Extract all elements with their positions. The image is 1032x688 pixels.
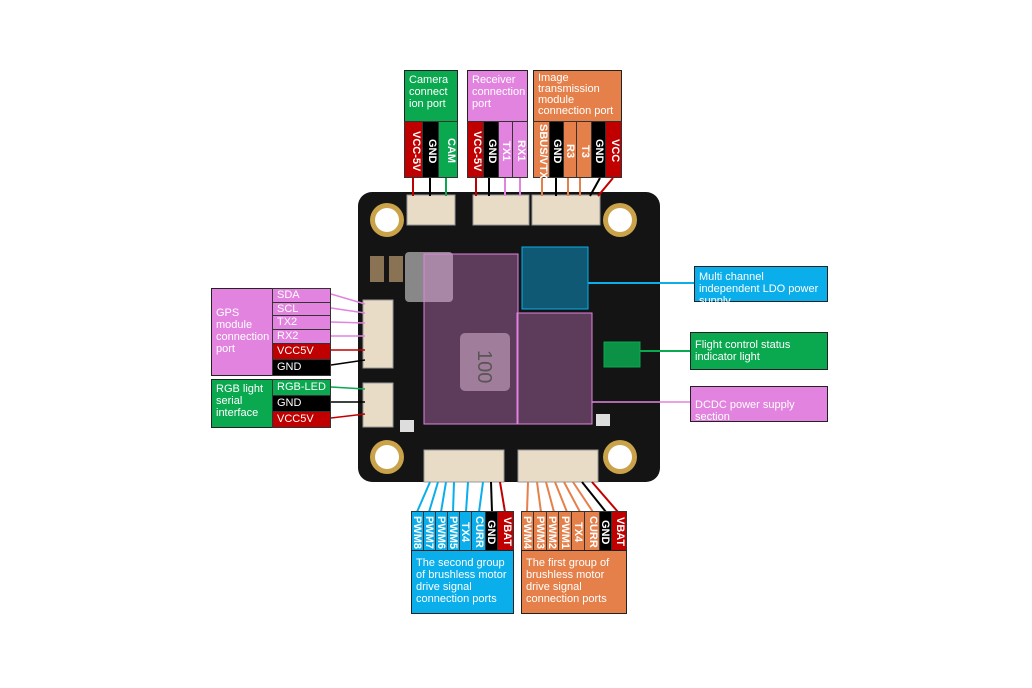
inductor-marking: 100 [473,350,495,383]
vtx-pin-t3: T3 [576,121,592,178]
rgb-pin-led: RGB-LED [272,379,331,396]
vtx-pin-vcc: VCC [605,121,622,178]
rgb-port-label: RGB light serial interface [211,379,273,428]
status-led-highlight [603,341,641,368]
vtx-pin-gnd2: GND [591,121,606,178]
ldo-region-highlight [521,246,589,310]
rgb-wires [330,386,366,419]
vtx-pin-sbus: SBUS/VTX [533,121,550,179]
ldo-callout: Multi channel independent LDO power supp… [694,266,828,307]
motor-connector-second [423,449,505,483]
inductor-main [460,333,510,391]
rgb-led-right [596,414,610,426]
mounting-hole-top-left [370,203,404,237]
receiver-connector [472,194,530,226]
first-pin-pwm4: PWM4 [521,511,534,551]
rgb-led-left [400,420,414,432]
capacitor [389,256,403,282]
rgb-pin-gnd: GND [272,395,331,412]
receiver-pin-gnd: GND [483,121,499,178]
camera-connector [406,194,456,226]
first-pin-gnd: GND [599,511,612,551]
camera-pin-gnd: GND [422,121,439,178]
camera-pin-cam: CAM [438,121,458,178]
gps-port-label: GPS module connection port [211,288,273,376]
gps-pin-tx2: TX2 [272,315,331,330]
receiver-wires [475,178,521,196]
first-group-wires [526,481,619,513]
camera-port-label: Camera connect ion port [404,70,458,122]
dcdc-callout: DCDC power supply section [690,386,828,423]
vtx-connector [531,194,601,226]
gps-pin-sda: SDA [272,288,331,303]
vtx-pin-r3: R3 [563,121,577,178]
second-pin-vbat: VBAT [497,511,514,551]
rgb-connector [362,382,394,428]
camera-wires [412,178,447,196]
vtx-port-label: Image transmission module connection por… [533,70,622,122]
receiver-pin-rx1: RX1 [512,121,528,178]
gps-pin-rx2: RX2 [272,329,331,344]
gps-pin-gnd: GND [272,359,331,376]
receiver-pin-vcc: VCC-5V [467,121,484,178]
camera-pin-vcc: VCC-5V [404,121,423,178]
vtx-wires [541,177,614,197]
first-pin-tx4: TX4 [571,511,585,551]
status-light-callout: Flight control status indicator light [690,332,828,370]
dcdc-region-highlight-right [516,312,593,425]
first-group-label: The first group of brushless motor drive… [521,550,627,614]
second-group-label: The second group of brushless motor driv… [411,550,514,614]
gps-connector [362,299,394,369]
receiver-pin-tx1: TX1 [498,121,513,178]
gps-wires [330,293,366,366]
mounting-hole-top-right [603,203,637,237]
first-pin-pwm1: PWM1 [558,511,572,551]
mounting-hole-bottom-left [370,440,404,474]
vtx-pin-gnd1: GND [549,121,564,178]
capacitor [370,256,384,282]
gps-pin-vcc5v: VCC5V [272,343,331,360]
second-pin-curr: CURR [471,511,486,551]
rgb-pin-vcc5v: VCC5V [272,411,331,428]
first-pin-curr: CURR [584,511,600,551]
first-pin-pwm2: PWM2 [546,511,559,551]
second-pin-tx4: TX4 [459,511,472,551]
inductor-top [405,252,453,302]
mounting-hole-bottom-right [603,440,637,474]
dcdc-region-highlight-left [423,253,519,425]
motor-connector-first [517,449,599,483]
receiver-port-label: Receiver connection port [467,70,528,122]
first-pin-pwm3: PWM3 [533,511,547,551]
first-pin-vbat: VBAT [611,511,627,551]
gps-pin-scl: SCL [272,302,331,316]
second-group-wires [416,481,506,513]
